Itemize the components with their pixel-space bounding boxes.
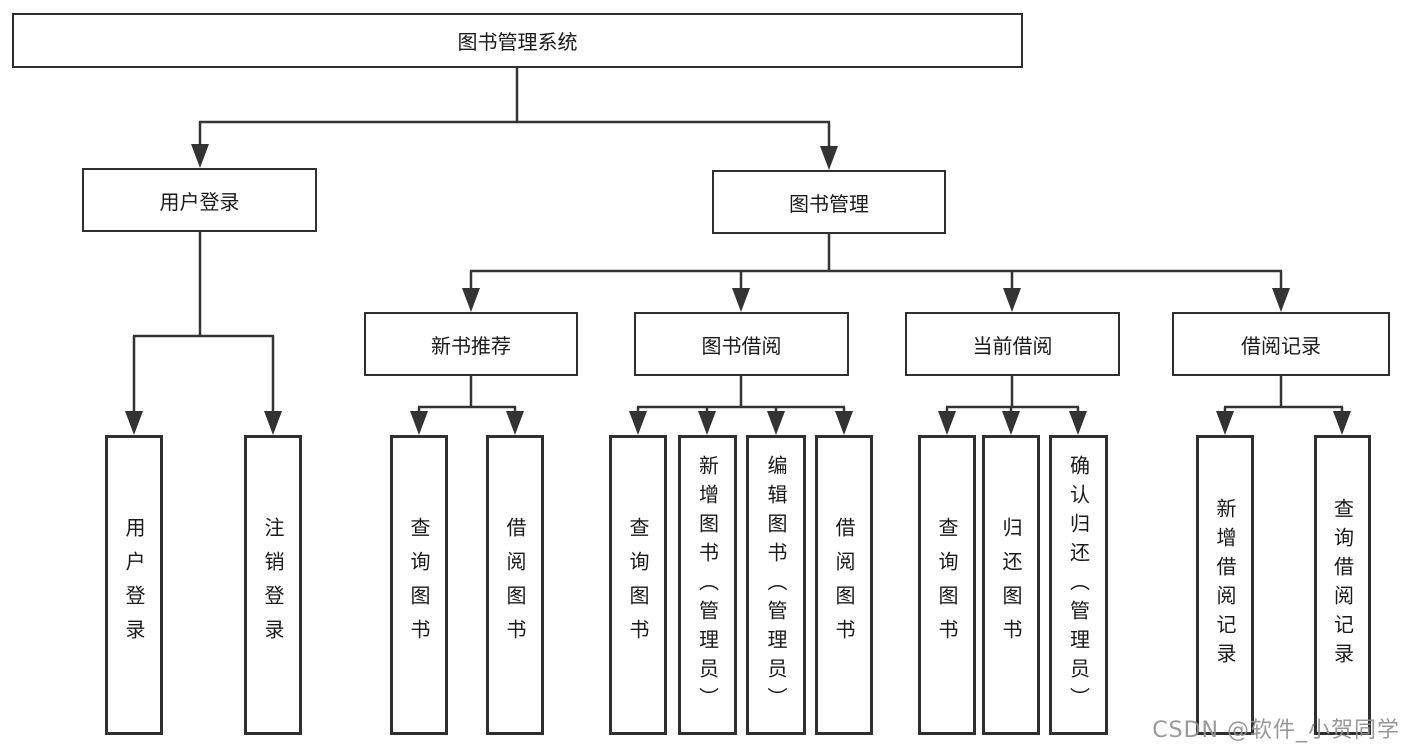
node-label: 查询图书 — [407, 517, 431, 653]
leaf-query-books-recommend: 查询图书 — [390, 435, 448, 735]
node-label: 借阅图书 — [832, 517, 856, 653]
node-label: 借阅记录 — [1241, 333, 1321, 358]
node-library-management-system: 图书管理系统 — [12, 13, 1023, 68]
leaf-query-borrow-record: 查询借阅记录 — [1314, 435, 1371, 735]
node-label: 图书借阅 — [701, 333, 782, 358]
node-current-borrowing: 当前借阅 — [905, 312, 1120, 376]
node-label: 图书管理 — [789, 191, 869, 216]
leaf-borrow-books-recommend: 借阅图书 — [486, 435, 544, 735]
node-label: 当前借阅 — [972, 333, 1053, 358]
node-book-borrowing: 图书借阅 — [634, 312, 849, 376]
leaf-user-login: 用户登录 — [105, 435, 163, 735]
leaf-borrow-books-borrowing: 借阅图书 — [815, 435, 873, 735]
leaf-edit-books-admin: 编辑图书（管理员） — [746, 435, 806, 735]
node-label: 图书管理系统 — [457, 30, 578, 54]
node-borrowing-records: 借阅记录 — [1172, 312, 1390, 376]
node-label: 新增图书（管理员） — [695, 454, 720, 716]
node-new-book-recommendation: 新书推荐 — [364, 312, 578, 376]
node-label: 查询借阅记录 — [1330, 498, 1355, 672]
leaf-query-books-current: 查询图书 — [918, 435, 976, 735]
node-label: 新增借阅记录 — [1213, 498, 1237, 672]
leaf-logout: 注销登录 — [244, 435, 302, 735]
leaf-add-borrow-record: 新增借阅记录 — [1196, 435, 1254, 735]
leaf-query-books-borrowing: 查询图书 — [609, 435, 667, 735]
node-label: 用户登录 — [122, 517, 146, 653]
node-label: 编辑图书（管理员） — [764, 454, 788, 716]
leaf-confirm-return-admin: 确认归还（管理员） — [1049, 435, 1108, 735]
node-label: 用户登录 — [159, 189, 240, 214]
node-user-login: 用户登录 — [82, 168, 317, 232]
node-book-management: 图书管理 — [712, 170, 946, 234]
node-label: 查询图书 — [626, 517, 650, 653]
csdn-watermark: CSDN @软件_小贺同学 — [1152, 718, 1400, 743]
node-label: 新书推荐 — [431, 333, 511, 358]
node-label: 注销登录 — [261, 517, 285, 653]
leaf-return-books: 归还图书 — [982, 435, 1040, 735]
node-label: 归还图书 — [999, 517, 1023, 653]
leaf-add-books-admin: 新增图书（管理员） — [678, 435, 737, 735]
node-label: 查询图书 — [935, 517, 959, 653]
node-label: 借阅图书 — [503, 517, 527, 653]
node-label: 确认归还（管理员） — [1066, 454, 1091, 716]
